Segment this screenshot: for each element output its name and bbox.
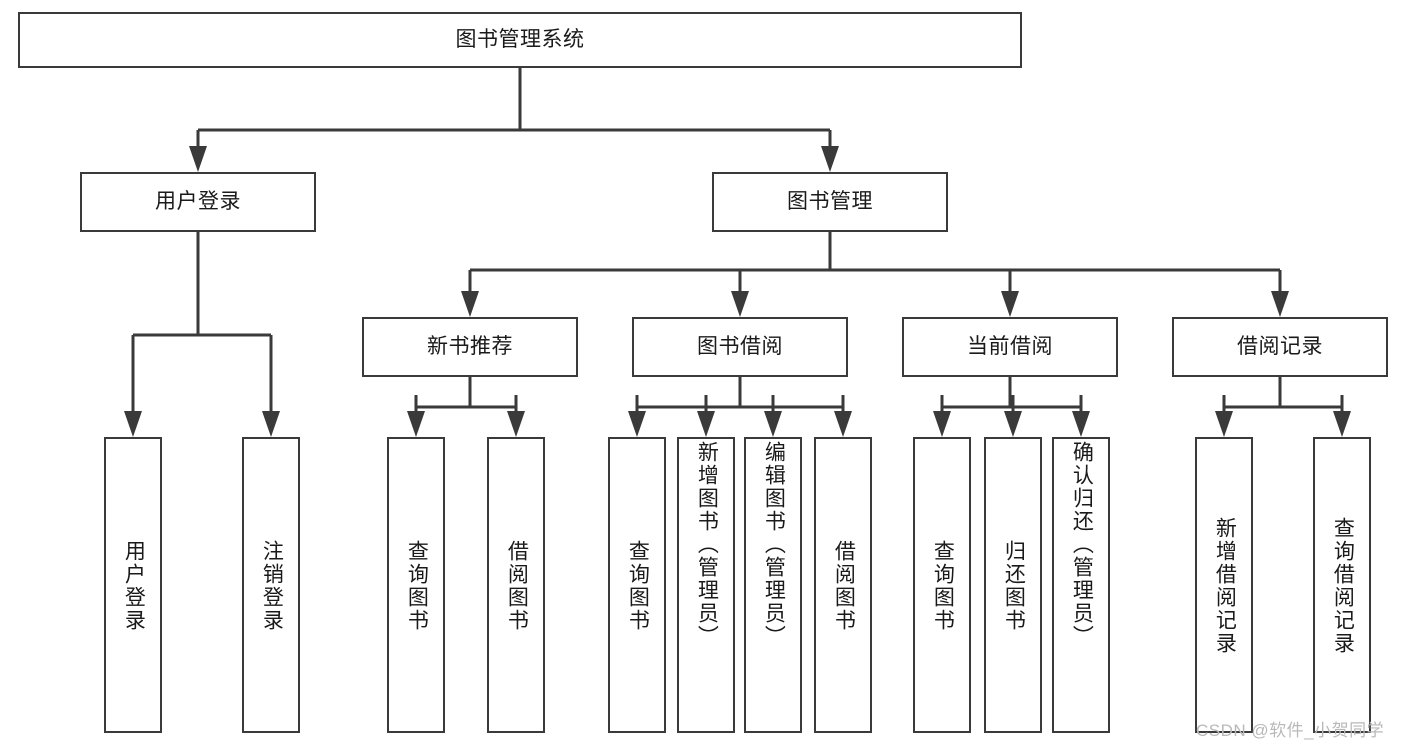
login-arrow-1 xyxy=(262,411,280,437)
node-leaf-borrow-book-rec[interactable]: 借阅图书 xyxy=(487,437,545,733)
node-label: 查询借阅记录 xyxy=(1331,517,1355,655)
node-book-borrow[interactable]: 图书借阅 xyxy=(632,317,848,377)
node-label: 查询图书 xyxy=(405,540,429,632)
node-new-book-rec[interactable]: 新书推荐 xyxy=(362,317,578,377)
node-label: 新增借阅记录 xyxy=(1213,517,1237,655)
node-label: 新增图书（管理员） xyxy=(695,441,719,648)
node-book-manage[interactable]: 图书管理 xyxy=(712,172,948,232)
node-leaf-edit-book-admin[interactable]: 编辑图书（管理员） xyxy=(744,437,802,733)
node-label: 编辑图书（管理员） xyxy=(762,441,786,648)
group-arrow-3-1 xyxy=(1333,411,1351,437)
node-leaf-query-book-rec[interactable]: 查询图书 xyxy=(387,437,445,733)
login-arrow-0 xyxy=(124,411,142,437)
node-leaf-query-borrow-record[interactable]: 查询借阅记录 xyxy=(1313,437,1371,733)
node-label: 借阅记录 xyxy=(1237,334,1323,358)
node-user-login[interactable]: 用户登录 xyxy=(80,172,316,232)
group-arrow-1-1 xyxy=(697,411,715,437)
node-label: 确认归还（管理员） xyxy=(1070,441,1094,648)
node-label: 图书借阅 xyxy=(697,334,783,358)
node-label: 查询图书 xyxy=(931,540,955,632)
csdn-watermark: CSDN @软件_小贺同学 xyxy=(1196,721,1385,740)
node-leaf-query-book-borrow[interactable]: 查询图书 xyxy=(608,437,666,733)
node-label: 图书管理 xyxy=(787,189,873,213)
node-label: 用户登录 xyxy=(155,189,241,213)
group-arrow-3-0 xyxy=(1215,411,1233,437)
node-leaf-logout-login[interactable]: 注销登录 xyxy=(242,437,300,733)
node-label: 图书管理系统 xyxy=(455,27,585,51)
node-label: 查询图书 xyxy=(626,540,650,632)
node-leaf-query-book-current[interactable]: 查询图书 xyxy=(913,437,971,733)
node-label: 归还图书 xyxy=(1002,540,1026,632)
node-borrow-record[interactable]: 借阅记录 xyxy=(1172,317,1388,377)
node-label: 用户登录 xyxy=(122,540,146,632)
node-leaf-user-login[interactable]: 用户登录 xyxy=(104,437,162,733)
group-arrow-1-0 xyxy=(628,411,646,437)
manage-arrow-3 xyxy=(1271,291,1289,317)
node-label: 新书推荐 xyxy=(427,334,513,358)
root-arrow-0 xyxy=(189,146,207,172)
node-label: 当前借阅 xyxy=(967,334,1053,358)
node-leaf-return-book[interactable]: 归还图书 xyxy=(984,437,1042,733)
node-leaf-confirm-return-admin[interactable]: 确认归还（管理员） xyxy=(1052,437,1110,733)
group-arrow-2-0 xyxy=(933,411,951,437)
group-arrow-0-0 xyxy=(407,411,425,437)
node-label: 借阅图书 xyxy=(505,540,529,632)
group-arrow-1-2 xyxy=(764,411,782,437)
node-root[interactable]: 图书管理系统 xyxy=(18,12,1022,68)
group-arrow-0-1 xyxy=(507,411,525,437)
group-arrow-2-2 xyxy=(1072,411,1090,437)
node-leaf-borrow-book[interactable]: 借阅图书 xyxy=(814,437,872,733)
group-arrow-1-3 xyxy=(834,411,852,437)
manage-arrow-1 xyxy=(731,291,749,317)
node-leaf-add-book-admin[interactable]: 新增图书（管理员） xyxy=(677,437,735,733)
node-label: 注销登录 xyxy=(260,540,284,632)
node-leaf-add-borrow-record[interactable]: 新增借阅记录 xyxy=(1195,437,1253,733)
group-arrow-2-1 xyxy=(1004,411,1022,437)
node-label: 借阅图书 xyxy=(832,540,856,632)
root-arrow-1 xyxy=(821,146,839,172)
manage-arrow-2 xyxy=(1001,291,1019,317)
manage-arrow-0 xyxy=(461,291,479,317)
node-current-borrow[interactable]: 当前借阅 xyxy=(902,317,1118,377)
